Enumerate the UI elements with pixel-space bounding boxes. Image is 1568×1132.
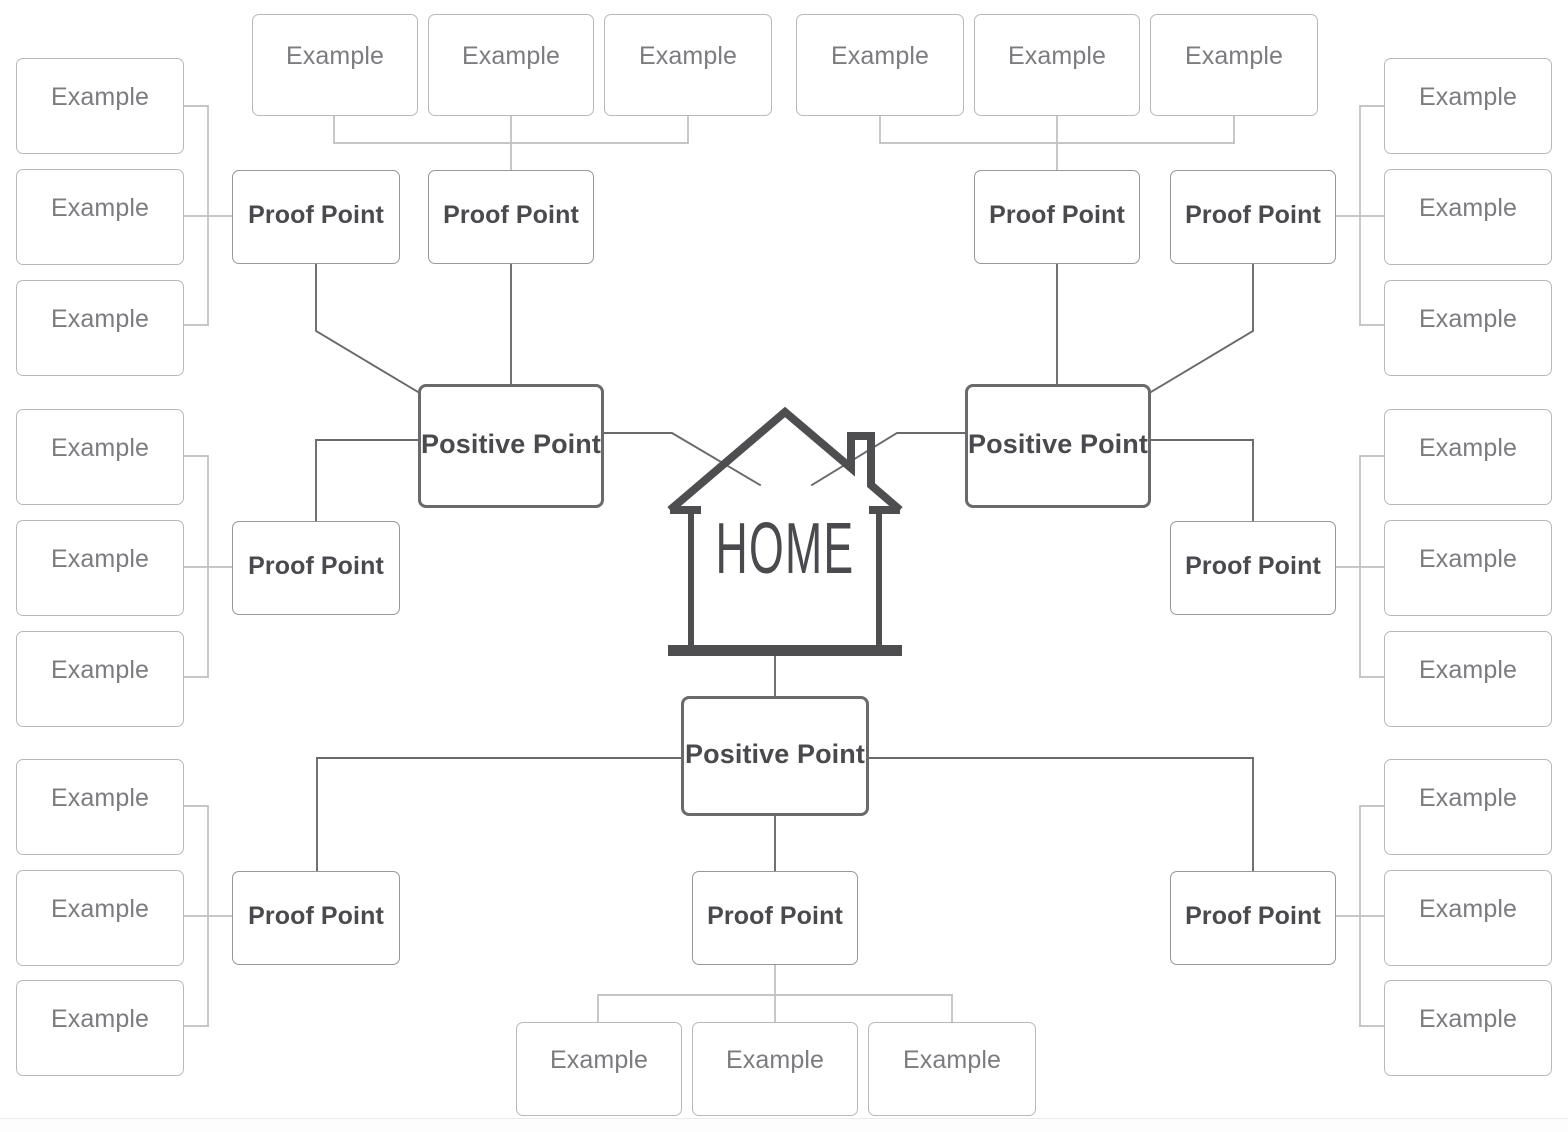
node-label: Example [51, 1005, 149, 1034]
node-label: Example [1419, 434, 1517, 463]
node-label: Proof Point [707, 902, 843, 931]
proof-point-middle-left[interactable]: Proof Point [232, 521, 400, 615]
node-label: Example [831, 42, 929, 71]
node-label: Example [51, 895, 149, 924]
node-label: Proof Point [248, 201, 384, 230]
proof-point-top-right-2[interactable]: Proof Point [1170, 170, 1336, 264]
example-box-left-4[interactable]: Example [16, 409, 184, 505]
home-label: HOME [715, 509, 855, 589]
node-label: Positive Point [685, 739, 865, 770]
positive-point-bottom[interactable]: Positive Point [681, 696, 869, 816]
example-box-right-9[interactable]: Example [1384, 980, 1552, 1076]
positive-point-right[interactable]: Positive Point [965, 384, 1151, 508]
node-label: Proof Point [248, 902, 384, 931]
node-label: Example [1419, 895, 1517, 924]
node-label: Example [903, 1046, 1001, 1075]
example-box-left-6[interactable]: Example [16, 631, 184, 727]
example-box-top-6[interactable]: Example [1150, 14, 1318, 116]
proof-point-bottom-left[interactable]: Proof Point [232, 871, 400, 965]
example-box-left-3[interactable]: Example [16, 280, 184, 376]
example-box-left-1[interactable]: Example [16, 58, 184, 154]
node-label: Proof Point [1185, 902, 1321, 931]
node-label: Example [51, 656, 149, 685]
house-icon [667, 406, 903, 656]
node-label: Example [1419, 1005, 1517, 1034]
proof-point-top-left-1[interactable]: Proof Point [232, 170, 400, 264]
example-box-right-2[interactable]: Example [1384, 169, 1552, 265]
positive-point-left[interactable]: Positive Point [418, 384, 604, 508]
example-box-right-1[interactable]: Example [1384, 58, 1552, 154]
example-box-left-9[interactable]: Example [16, 980, 184, 1076]
example-box-left-2[interactable]: Example [16, 169, 184, 265]
node-label: Example [51, 545, 149, 574]
example-box-top-1[interactable]: Example [252, 14, 418, 116]
node-label: Proof Point [248, 552, 384, 581]
house-roof [667, 406, 903, 514]
node-label: Example [51, 194, 149, 223]
node-label: Example [550, 1046, 648, 1075]
node-label: Example [1419, 305, 1517, 334]
proof-point-top-right-1[interactable]: Proof Point [974, 170, 1140, 264]
node-label: Example [1419, 784, 1517, 813]
house-base [668, 645, 902, 656]
node-label: Example [1185, 42, 1283, 71]
example-box-right-6[interactable]: Example [1384, 631, 1552, 727]
example-box-top-5[interactable]: Example [974, 14, 1140, 116]
node-label: Example [51, 784, 149, 813]
example-box-bottom-1[interactable]: Example [516, 1022, 682, 1116]
example-box-right-4[interactable]: Example [1384, 409, 1552, 505]
node-label: Example [51, 305, 149, 334]
example-box-right-7[interactable]: Example [1384, 759, 1552, 855]
node-label: Positive Point [421, 429, 601, 460]
node-label: Example [726, 1046, 824, 1075]
node-label: Example [1008, 42, 1106, 71]
example-box-left-8[interactable]: Example [16, 870, 184, 966]
example-box-top-4[interactable]: Example [796, 14, 964, 116]
example-box-left-5[interactable]: Example [16, 520, 184, 616]
proof-point-top-left-2[interactable]: Proof Point [428, 170, 594, 264]
node-label: Positive Point [968, 429, 1148, 460]
example-box-left-7[interactable]: Example [16, 759, 184, 855]
node-label: Proof Point [989, 201, 1125, 230]
node-label: Example [286, 42, 384, 71]
proof-point-middle-right[interactable]: Proof Point [1170, 521, 1336, 615]
node-label: Example [1419, 83, 1517, 112]
node-label: Example [1419, 194, 1517, 223]
node-label: Example [1419, 545, 1517, 574]
node-label: Example [462, 42, 560, 71]
node-label: Example [639, 42, 737, 71]
node-label: Example [51, 83, 149, 112]
home-hub: HOME [655, 400, 915, 670]
node-label: Proof Point [1185, 552, 1321, 581]
example-box-right-5[interactable]: Example [1384, 520, 1552, 616]
example-box-top-3[interactable]: Example [604, 14, 772, 116]
proof-point-bottom-center[interactable]: Proof Point [692, 871, 858, 965]
example-box-bottom-2[interactable]: Example [692, 1022, 858, 1116]
node-label: Example [1419, 656, 1517, 685]
proof-point-bottom-right[interactable]: Proof Point [1170, 871, 1336, 965]
example-box-right-8[interactable]: Example [1384, 870, 1552, 966]
example-box-bottom-3[interactable]: Example [868, 1022, 1036, 1116]
node-label: Proof Point [1185, 201, 1321, 230]
node-label: Proof Point [443, 201, 579, 230]
example-box-top-2[interactable]: Example [428, 14, 594, 116]
node-label: Example [51, 434, 149, 463]
example-box-right-3[interactable]: Example [1384, 280, 1552, 376]
